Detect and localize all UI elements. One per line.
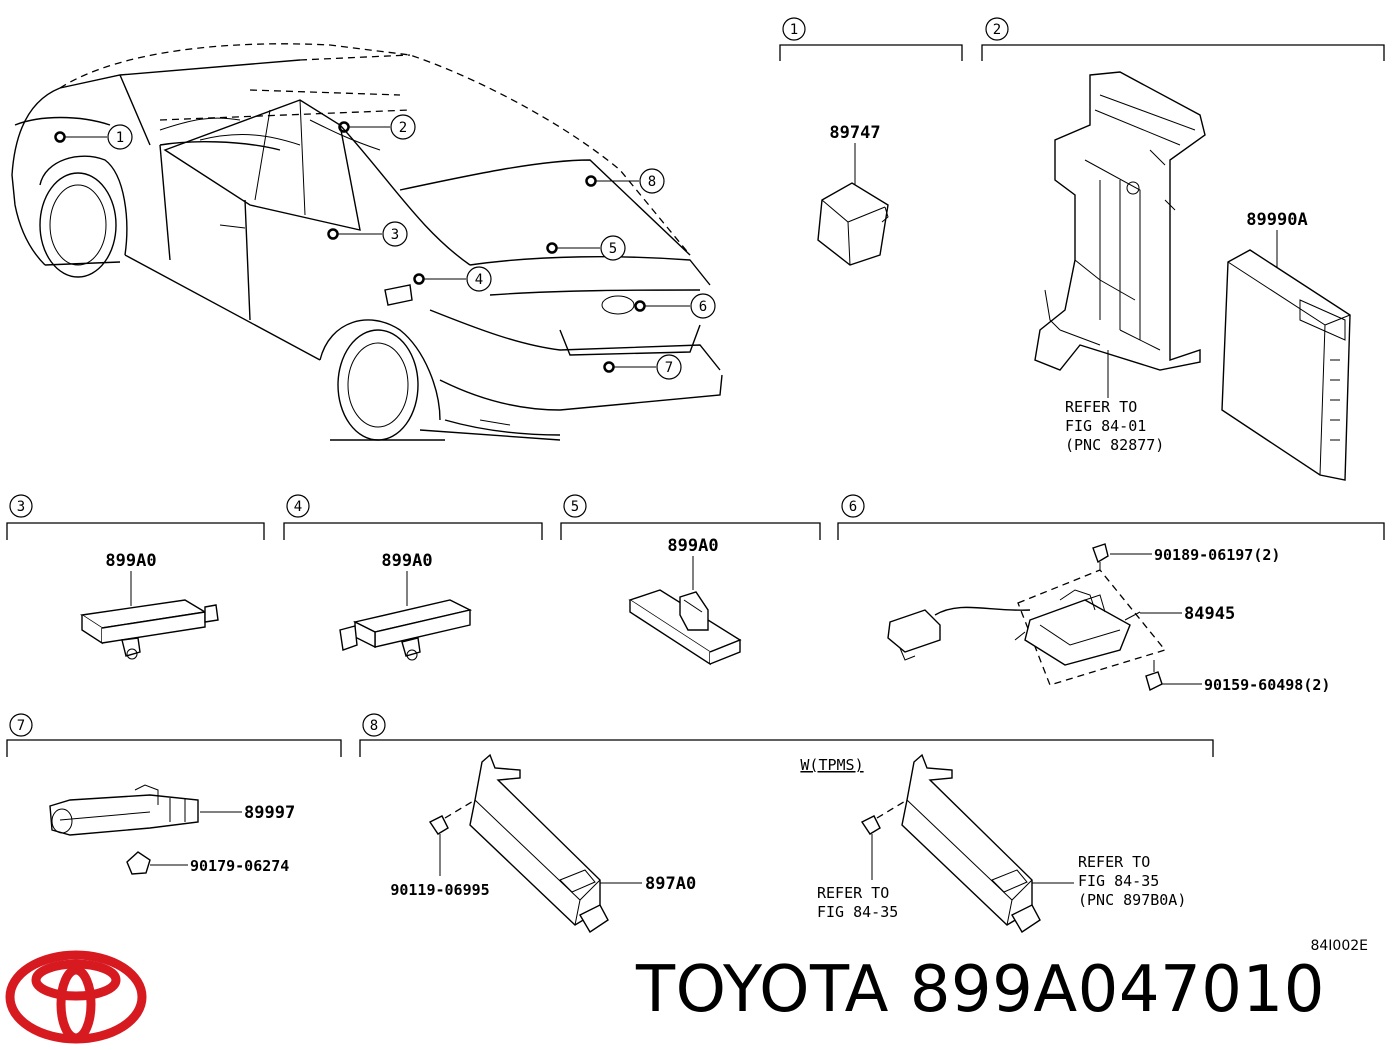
section-1-number: 1 [790, 22, 798, 38]
section-4-number: 4 [294, 499, 302, 515]
bolt-90189-label: 90189-06197(2) [1154, 546, 1280, 564]
clip-90179-drawing [126, 851, 151, 875]
section-6-bracket [837, 522, 1385, 540]
part-89990A-label: 89990A [1246, 210, 1307, 230]
callout-1: 1 [54, 124, 133, 150]
refer-84-35-left-line2: FIG 84-35 [817, 903, 898, 921]
section-6: 6 90189-06197(2) 84945 90159-60498(2) [837, 494, 1385, 694]
variant-label: W(TPMS) [800, 756, 863, 774]
section-2-bracket [981, 44, 1385, 61]
section-5-number: 5 [571, 499, 579, 515]
part-89990A-drawing [1221, 249, 1351, 481]
callout-8: 8 [585, 168, 665, 194]
part-899A0-label-3: 899A0 [105, 551, 156, 571]
mounting-bracket-drawing [1034, 71, 1206, 371]
section-7: 7 89997 90179-06274 [6, 713, 342, 875]
section-8-number: 8 [370, 718, 378, 734]
callout-5: 5 [546, 235, 626, 261]
screw-right-drawing [860, 815, 881, 880]
toyota-logo [5, 950, 147, 1044]
clip-90179-label: 90179-06274 [190, 857, 289, 875]
refer-84-35-left-line1: REFER TO [817, 884, 889, 902]
sensor-899A0-drawing-4 [339, 599, 473, 661]
section-7-number: 7 [17, 718, 25, 734]
camera-84945-drawing [887, 589, 1141, 666]
refer-84-35-right-line3: (PNC 897B0A) [1078, 891, 1186, 909]
part-84945-label: 84945 [1184, 604, 1235, 624]
refer-84-35-right-line1: REFER TO [1078, 853, 1150, 871]
section-8: 8 W(TPMS) 90119-06995 897A0 [359, 713, 1214, 933]
refer-84-01-line3: (PNC 82877) [1065, 436, 1164, 454]
section-8-bracket [359, 739, 1214, 757]
section-5: 5 899A0 [560, 494, 821, 666]
svg-text:6: 6 [699, 299, 707, 315]
section-2-number: 2 [993, 22, 1001, 38]
sensor-899A0-drawing-3 [80, 599, 219, 660]
refer-84-01-line2: FIG 84-01 [1065, 417, 1146, 435]
receiver-897B0A-drawing [901, 753, 1041, 933]
section-3-bracket [6, 522, 265, 540]
part-89997-label: 89997 [244, 803, 295, 823]
section-3-number: 3 [17, 499, 25, 515]
part-897A0-label: 897A0 [645, 874, 696, 894]
svg-text:4: 4 [475, 272, 483, 288]
svg-text:5: 5 [609, 241, 617, 257]
part-89747-drawing [817, 182, 889, 266]
screw-90119-drawing [428, 815, 449, 876]
section-7-bracket [6, 739, 342, 757]
section-1: 1 89747 [779, 17, 963, 266]
refer-84-01-line1: REFER TO [1065, 398, 1137, 416]
screw-90119-label: 90119-06995 [390, 881, 489, 899]
svg-text:1: 1 [116, 130, 124, 146]
section-2: 2 89990A REFER TO FIG 84-01 (PNC 82877) [981, 17, 1385, 481]
assembly-outline [1017, 569, 1167, 686]
svg-text:3: 3 [391, 227, 399, 243]
screw-90159-label: 90159-60498(2) [1204, 676, 1330, 694]
car-callouts: 1 2 3 4 5 6 [54, 114, 716, 380]
brand-part-number: TOYOTA 899A047010 [636, 953, 1325, 1027]
figure-code: 84I002E [1310, 938, 1368, 954]
section-1-bracket [779, 44, 963, 61]
svg-text:2: 2 [399, 120, 407, 136]
part-899A0-label-5: 899A0 [667, 536, 718, 556]
section-5-bracket [560, 522, 821, 540]
section-1-number-circle [782, 17, 806, 41]
callout-4: 4 [413, 266, 492, 292]
section-3: 3 899A0 [6, 494, 265, 660]
part-899A0-label-4: 899A0 [381, 551, 432, 571]
sensor-89997-drawing [49, 784, 199, 836]
svg-text:8: 8 [648, 174, 656, 190]
refer-84-35-right-line2: FIG 84-35 [1078, 872, 1159, 890]
sensor-899A0-drawing-5 [628, 589, 742, 666]
part-89747-label: 89747 [829, 123, 880, 143]
callout-7: 7 [603, 354, 682, 380]
bolt-90189-drawing [1092, 543, 1109, 570]
section-4-bracket [283, 522, 543, 540]
screw-90159-drawing [1145, 660, 1163, 692]
receiver-897A0-drawing [469, 753, 609, 933]
car-illustration [11, 43, 723, 441]
callout-2: 2 [338, 114, 416, 140]
callout-3: 3 [327, 221, 408, 247]
section-4: 4 899A0 [283, 494, 543, 661]
svg-text:7: 7 [665, 360, 673, 376]
section-6-number: 6 [849, 499, 857, 515]
callout-6: 6 [634, 293, 716, 319]
